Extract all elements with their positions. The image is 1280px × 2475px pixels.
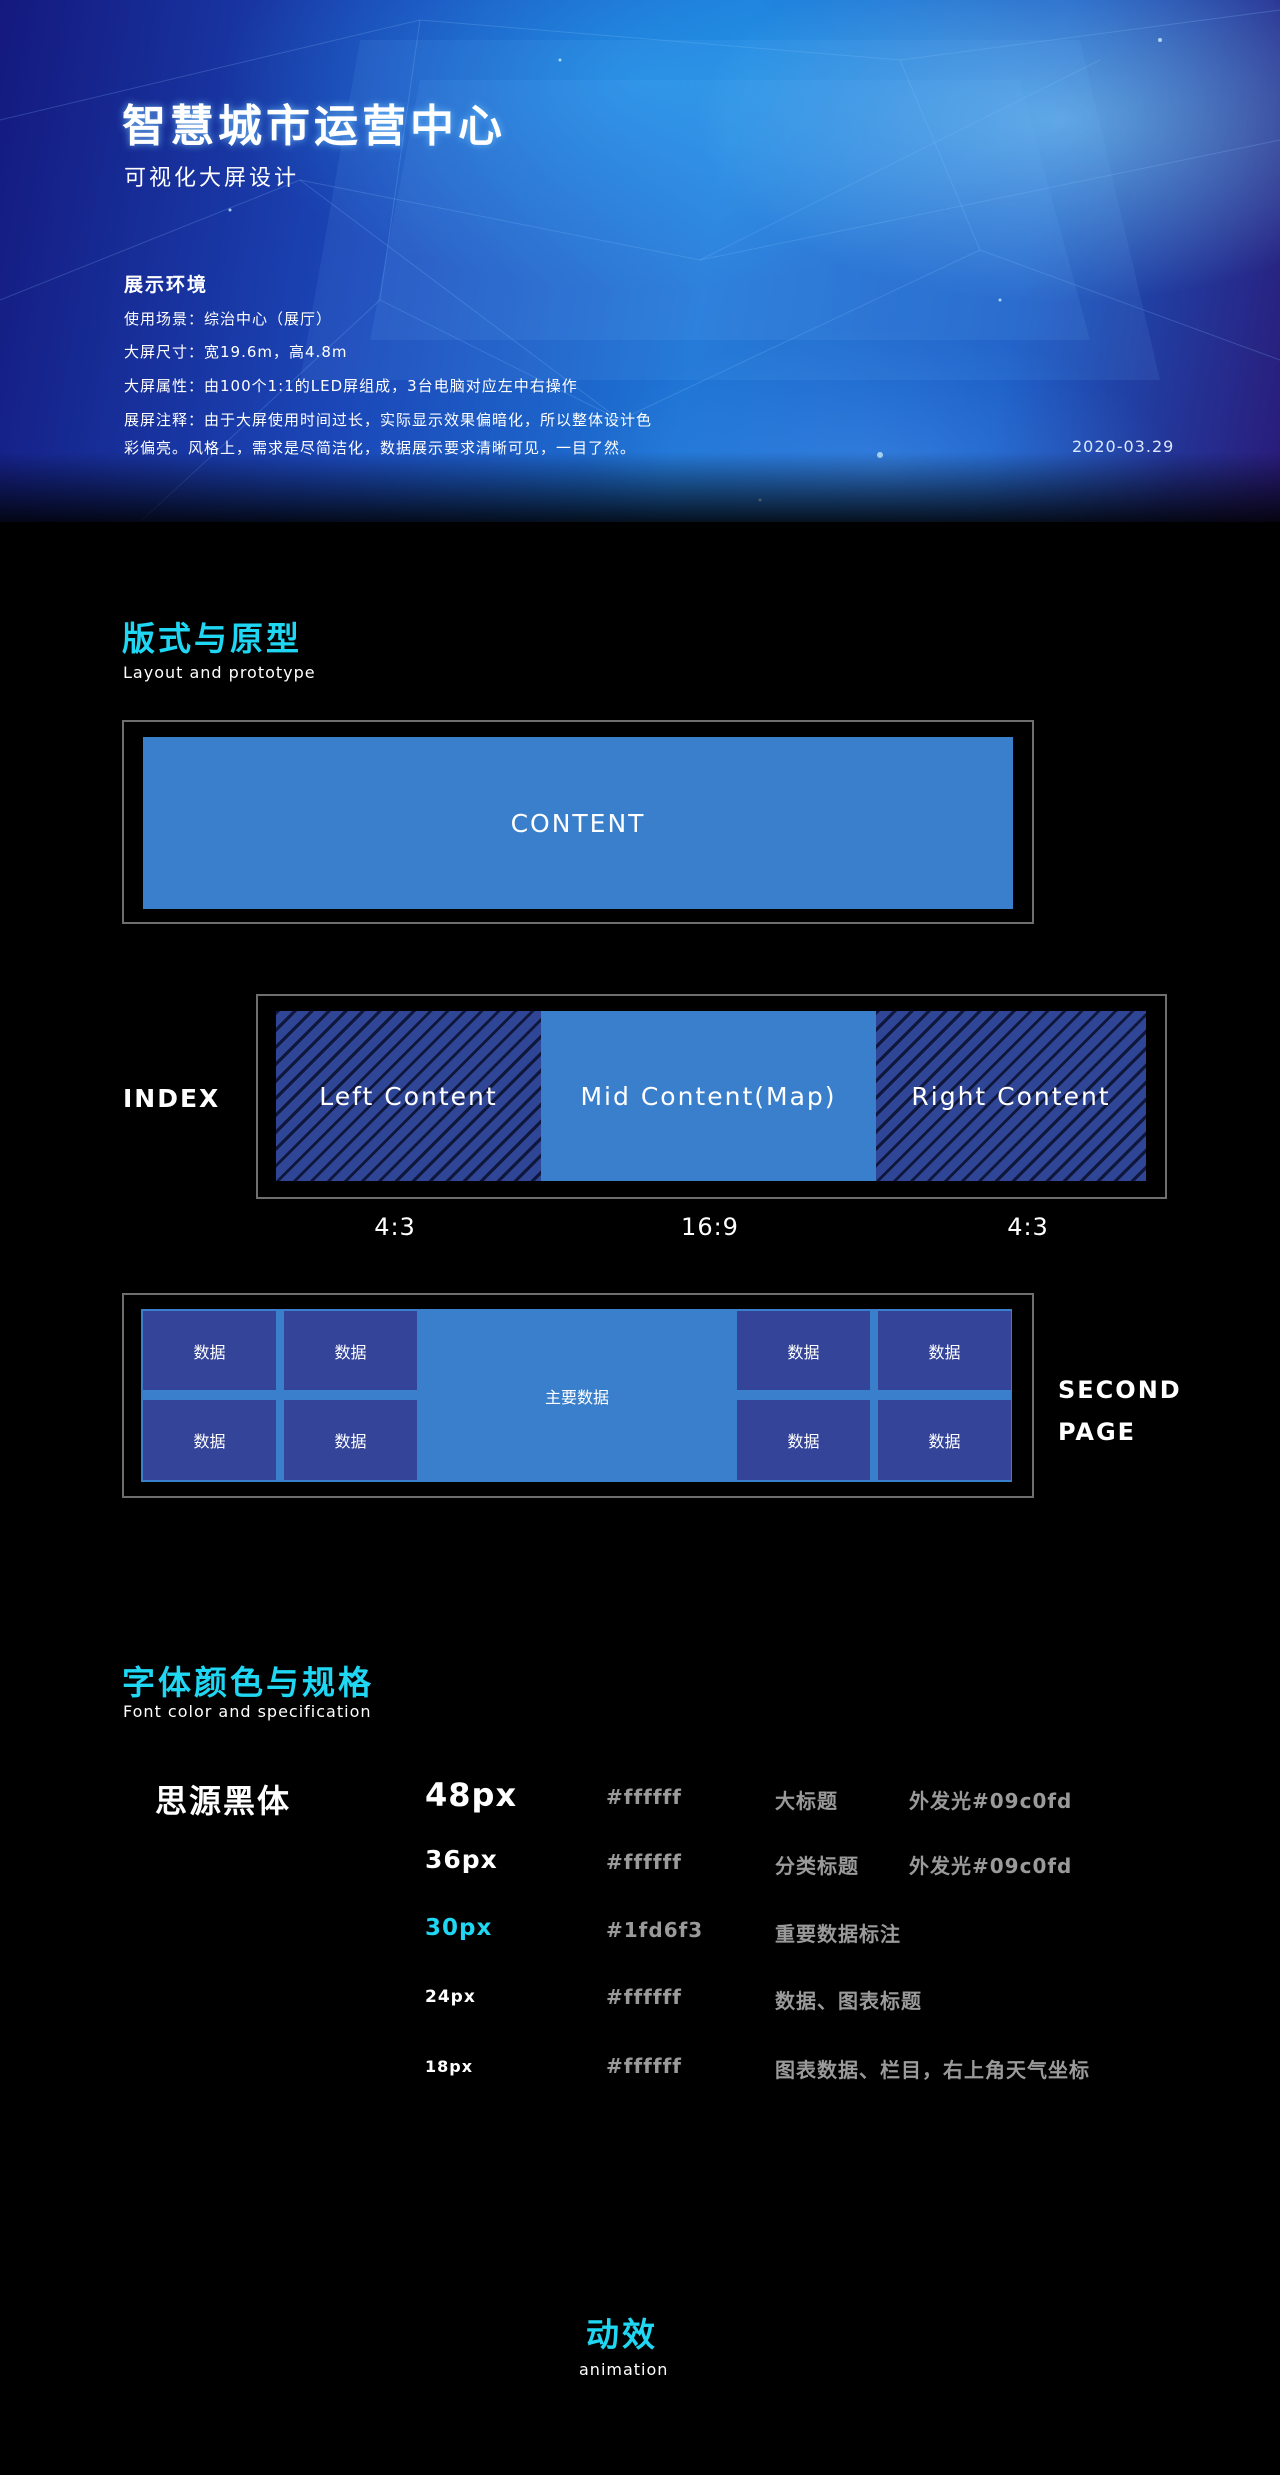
spec-usage-30: 重要数据标注 (775, 1922, 901, 1946)
data-cell: 数据 (143, 1400, 276, 1480)
spec-size-30: 30px (425, 1915, 493, 1941)
second-page-label-line-2: PAGE (1058, 1418, 1137, 1446)
spec-size-18: 18px (425, 2057, 474, 2076)
content-layout-frame (122, 720, 1034, 924)
ratio-mid: 16:9 (681, 1213, 739, 1241)
spec-color-48: #ffffff (606, 1785, 682, 1809)
index-left-panel-label: Left Content (319, 1081, 498, 1111)
banner-title: 智慧城市运营中心 (122, 101, 506, 152)
animation-section-title: 动效 (586, 2315, 658, 2354)
banner-subtitle: 可视化大屏设计 (124, 166, 300, 191)
spec-note-48: 外发光#09c0fd (909, 1789, 1073, 1813)
data-cell-label: 数据 (787, 1342, 820, 1362)
font-family-name: 思源黑体 (155, 1782, 292, 1820)
spec-size-24: 24px (425, 1987, 476, 2007)
font-section-subtitle: Font color and specification (123, 1702, 372, 1721)
data-cell: 数据 (878, 1400, 1011, 1480)
environment-line-note-1: 展屏注释：由于大屏使用时间过长，实际显示效果偏暗化，所以整体设计色 (124, 411, 653, 429)
spec-color-18: #ffffff (606, 2054, 682, 2078)
index-right-panel: Right Content (876, 1011, 1146, 1181)
animation-section-subtitle: animation (579, 2360, 669, 2379)
data-cell-label: 数据 (787, 1432, 820, 1451)
data-cell: 数据 (737, 1311, 870, 1390)
spec-color-30: #1fd6f3 (606, 1918, 704, 1942)
banner-date: 2020-03.29 (1072, 437, 1175, 456)
environment-line-property: 大屏属性：由100个1:1的LED屏组成，3台电脑对应左中右操作 (124, 377, 578, 395)
spec-usage-24: 数据、图表标题 (775, 1989, 922, 2013)
ratio-left: 4:3 (374, 1213, 416, 1241)
second-page-label-line-1: SECOND (1058, 1376, 1182, 1404)
data-cell-label: 数据 (193, 1432, 226, 1451)
data-cell: 数据 (737, 1400, 870, 1480)
banner-tech-background (0, 9, 1280, 522)
spec-size-36: 36px (425, 1845, 498, 1874)
index-layout-frame (256, 994, 1167, 1199)
layout-section-title: 版式与原型 (122, 619, 302, 658)
data-cell: 数据 (284, 1400, 417, 1480)
environment-line-size: 大屏尺寸：宽19.6m，高4.8m (124, 343, 348, 361)
environment-heading: 展示环境 (124, 274, 209, 296)
main-data-label: 主要数据 (544, 1387, 609, 1407)
header-banner: 智慧城市运营中心 可视化大屏设计 展示环境 使用场景：综治中心（展厅） 大屏尺寸… (0, 0, 1280, 522)
font-section-title: 字体颜色与规格 (122, 1663, 374, 1702)
data-cell: 数据 (143, 1311, 276, 1390)
main-data-block: 主要数据 (417, 1311, 737, 1480)
data-cell-label: 数据 (928, 1342, 961, 1362)
data-cell-label: 数据 (334, 1432, 367, 1451)
layout-section-subtitle: Layout and prototype (123, 663, 316, 682)
index-left-panel: Left Content (276, 1011, 541, 1181)
environment-line-scene: 使用场景：综治中心（展厅） (124, 310, 333, 328)
index-mid-panel: Mid Content(Map) (541, 1011, 876, 1181)
ratio-right: 4:3 (1007, 1213, 1049, 1241)
data-cell-label: 数据 (334, 1342, 367, 1362)
index-right-panel-label: Right Content (911, 1081, 1111, 1111)
spec-usage-18: 图表数据、栏目，右上角天气坐标 (775, 2058, 1090, 2082)
second-page-frame (122, 1293, 1034, 1498)
content-block-label: CONTENT (510, 808, 646, 838)
data-cell: 数据 (284, 1311, 417, 1390)
index-label: INDEX (123, 1084, 221, 1113)
data-cell: 数据 (878, 1311, 1011, 1390)
spec-color-24: #ffffff (606, 1985, 682, 2009)
index-mid-panel-label: Mid Content(Map) (580, 1081, 837, 1111)
spec-color-36: #ffffff (606, 1850, 682, 1874)
environment-line-note-2: 彩偏亮。风格上，需求是尽简洁化，数据展示要求清晰可见，一目了然。 (124, 439, 637, 457)
content-block: CONTENT (143, 737, 1013, 909)
spec-note-36: 外发光#09c0fd (909, 1854, 1073, 1878)
spec-size-48: 48px (425, 1776, 518, 1814)
spec-usage-36: 分类标题 (775, 1854, 859, 1878)
data-cell-label: 数据 (928, 1432, 961, 1451)
data-cell-label: 数据 (193, 1342, 226, 1362)
spec-usage-48: 大标题 (775, 1789, 838, 1813)
